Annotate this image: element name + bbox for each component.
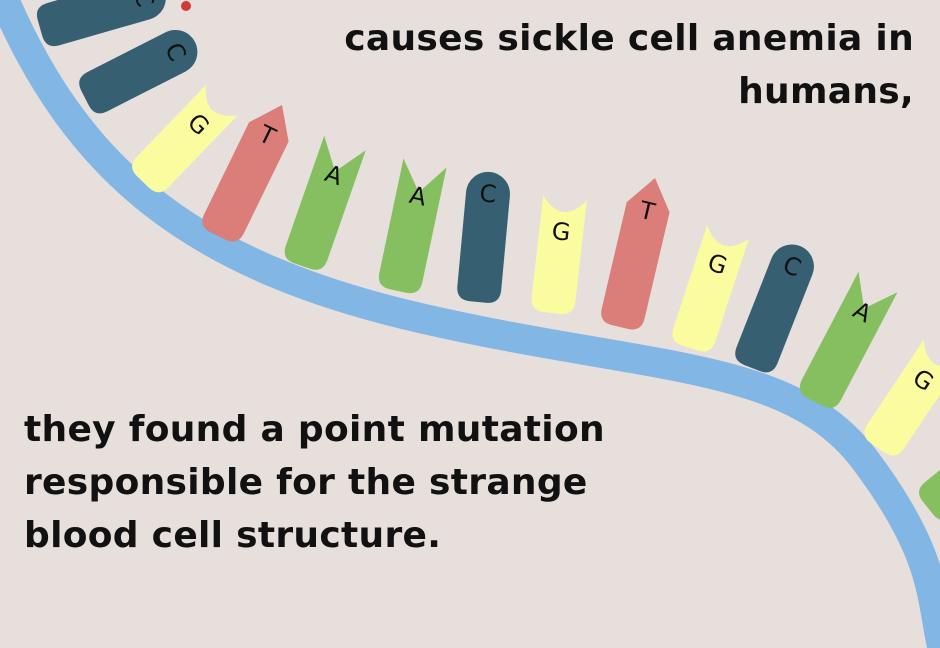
base-g: G <box>132 84 238 193</box>
caption-bottom: they found a point mutation responsible … <box>24 403 624 562</box>
base-g: G <box>672 225 749 352</box>
nucleotide-bases: CCGTAACGTGCAG <box>36 0 940 521</box>
base-a: A <box>378 158 447 294</box>
base-shape <box>284 135 366 270</box>
base-letter: C <box>128 0 160 10</box>
base-shape <box>531 195 587 315</box>
base-shape <box>601 177 670 330</box>
base-shape <box>735 244 814 373</box>
base-shape <box>457 171 510 303</box>
caption-line: they found a point mutation <box>24 409 605 450</box>
base-shape <box>79 30 198 114</box>
base-shape <box>378 158 447 294</box>
base-t: T <box>202 104 289 242</box>
red-marker-dot <box>181 1 191 11</box>
base-c: C <box>735 244 814 373</box>
caption-line: humans, <box>738 71 914 112</box>
base-letter: A <box>407 181 429 212</box>
base-c: C <box>79 30 198 114</box>
base-c: C <box>457 171 510 303</box>
base-shape <box>202 104 289 242</box>
caption-line: blood cell structure. <box>24 515 442 556</box>
base-a: A <box>284 135 366 270</box>
base-letter: G <box>550 217 572 247</box>
base-c: C <box>36 0 166 47</box>
base-shape <box>864 339 940 456</box>
base-t: T <box>601 177 670 330</box>
base-shape <box>672 225 749 352</box>
base-shape <box>36 0 166 47</box>
caption-top: causes sickle cell anemia in humans, <box>314 12 914 118</box>
base-a: A <box>799 271 898 408</box>
base-shape <box>919 452 940 521</box>
base-letter: C <box>478 179 497 208</box>
base-partial <box>919 452 940 521</box>
base-shape <box>132 84 238 193</box>
base-shape <box>799 271 898 408</box>
caption-line: causes sickle cell anemia in <box>344 18 914 59</box>
caption-line: responsible for the strange <box>24 462 588 503</box>
base-g: G <box>864 339 940 456</box>
base-g: G <box>531 195 587 315</box>
base-letter: T <box>636 196 658 227</box>
